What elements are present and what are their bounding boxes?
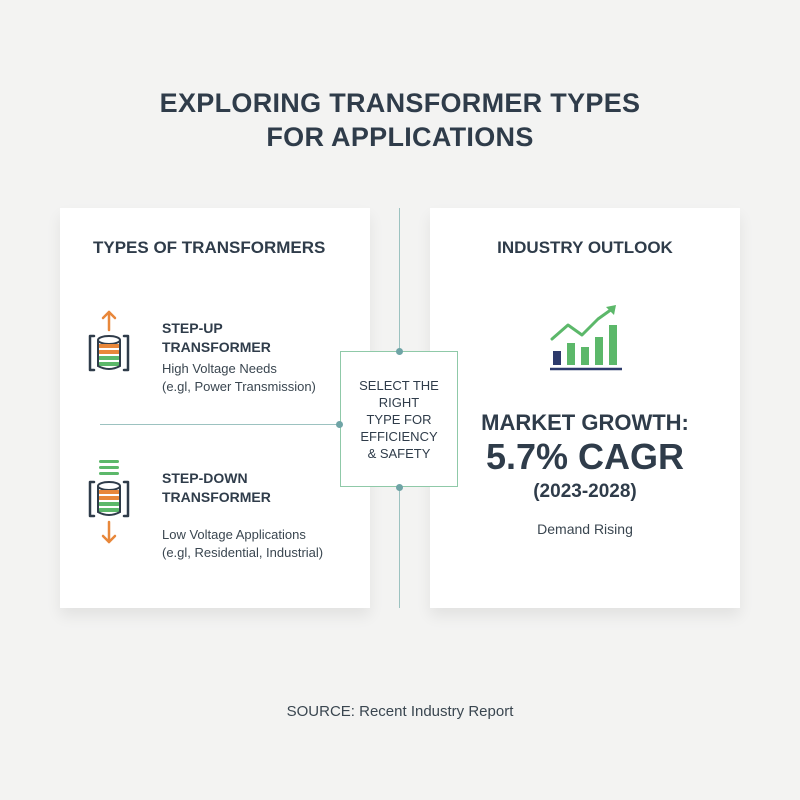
market-growth-label: MARKET GROWTH: xyxy=(481,410,689,435)
step-up-transformer-icon xyxy=(88,310,130,372)
center-text: SELECT THE RIGHT TYPE FOR EFFICIENCY & S… xyxy=(359,377,439,462)
page-title: EXPLORING TRANSFORMER TYPES FOR APPLICAT… xyxy=(0,86,800,154)
source-note: SOURCE: Recent Industry Report xyxy=(286,703,514,720)
title-line-1: EXPLORING TRANSFORMER TYPES xyxy=(159,88,641,118)
step-down-desc-line-1: Low Voltage Applications xyxy=(162,527,306,542)
title-line-2: FOR APPLICATIONS xyxy=(266,122,534,152)
step-up-desc: High Voltage Needs (e.gl, Power Transmis… xyxy=(162,360,316,396)
step-up-desc-line-2: (e.gl, Power Transmission) xyxy=(162,379,316,394)
market-growth-range: (2023-2028) xyxy=(533,481,637,502)
market-growth-value: 5.7% CAGR xyxy=(485,436,685,477)
center-line-4: EFFICIENCY xyxy=(360,428,438,444)
center-line-5: & SAFETY xyxy=(367,445,431,461)
connector-dot-left xyxy=(336,421,343,428)
types-panel: TYPES OF TRANSFORMERS STEP-UP TRANSFORME… xyxy=(60,208,370,608)
types-heading: TYPES OF TRANSFORMERS xyxy=(93,238,326,257)
step-up-name-line-2: TRANSFORMER xyxy=(162,339,271,355)
step-up-name: STEP-UP TRANSFORMER xyxy=(162,319,271,357)
step-up-name-line-1: STEP-UP xyxy=(162,320,223,336)
center-line-2: RIGHT xyxy=(378,394,420,410)
step-down-desc: Low Voltage Applications (e.gl, Resident… xyxy=(162,526,323,562)
connector-dot-top xyxy=(396,348,403,355)
connector-dot-bottom xyxy=(396,484,403,491)
outlook-panel: INDUSTRY OUTLOOK MARKET GROWTH: 5.7% CAG… xyxy=(430,208,740,608)
step-down-desc-line-2: (e.gl, Residential, Industrial) xyxy=(162,545,324,560)
step-down-name-line-1: STEP-DOWN xyxy=(162,470,248,486)
center-line-1: SELECT THE xyxy=(359,377,439,393)
step-down-name-line-2: TRANSFORMER xyxy=(162,489,271,505)
outlook-heading: INDUSTRY OUTLOOK xyxy=(497,238,673,257)
center-callout: SELECT THE RIGHT TYPE FOR EFFICIENCY & S… xyxy=(340,351,458,487)
center-line-3: TYPE FOR xyxy=(366,411,432,427)
step-up-desc-line-1: High Voltage Needs xyxy=(162,361,277,376)
step-down-name: STEP-DOWN TRANSFORMER xyxy=(162,469,271,507)
horizontal-connector xyxy=(100,424,340,425)
growth-chart-icon xyxy=(550,305,622,371)
demand-note: Demand Rising xyxy=(537,521,633,537)
step-down-transformer-icon xyxy=(88,460,130,544)
